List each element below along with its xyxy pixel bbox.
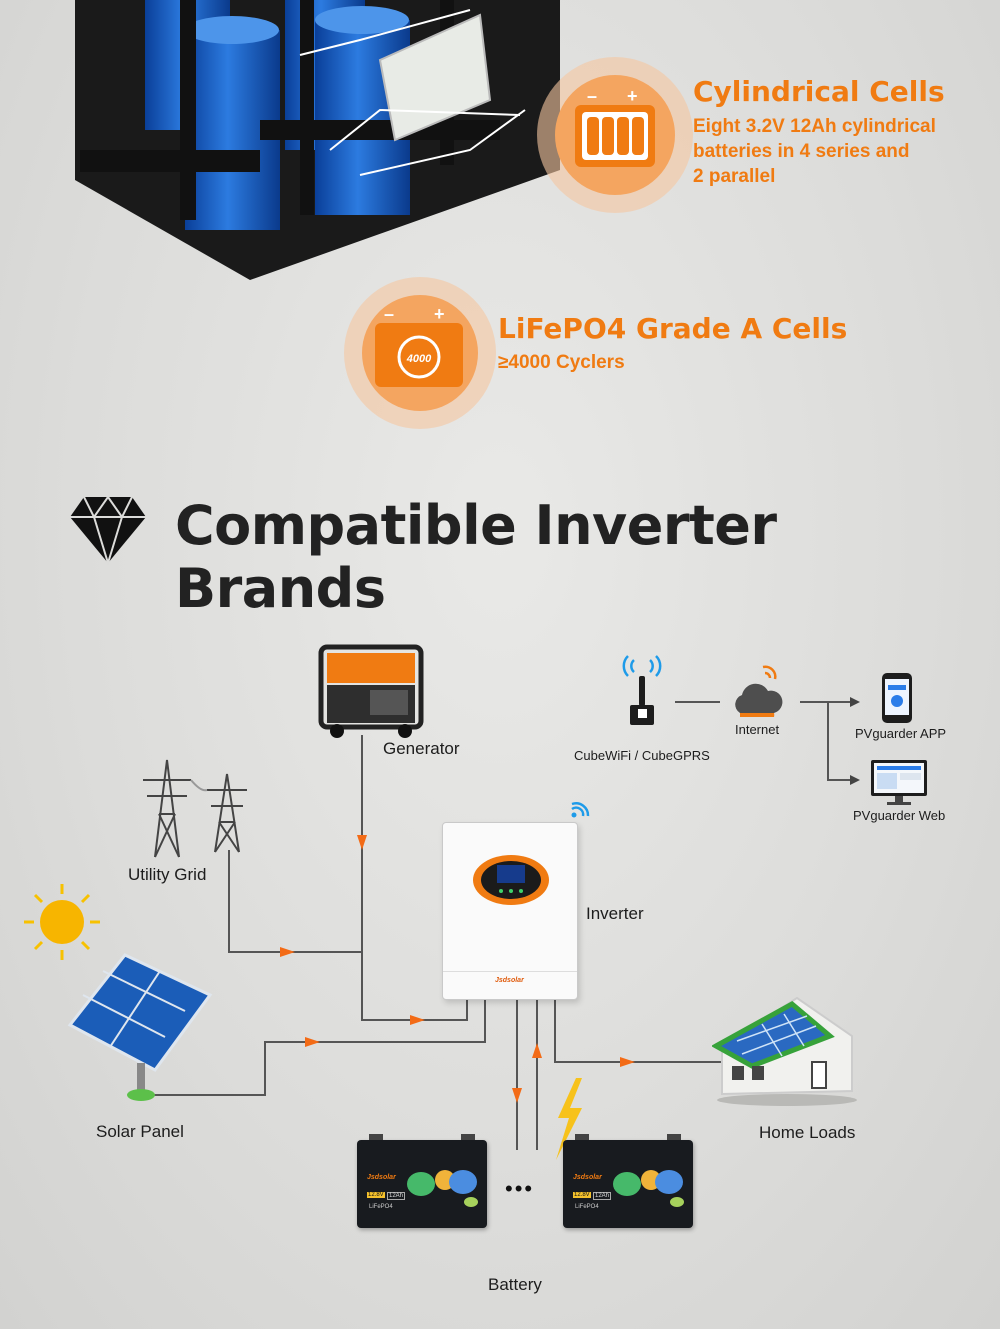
battery-separator: ••• [505, 1176, 535, 1201]
diamond-icon [70, 495, 146, 565]
battery-voltage: 12.8V [573, 1192, 591, 1198]
svg-text:–: – [384, 304, 394, 324]
solar-panel-icon [67, 953, 213, 1101]
battery-terminal [575, 1134, 589, 1140]
battery-cycle-icon: – + 4000 [344, 277, 496, 429]
feature-title: Cylindrical Cells [693, 75, 945, 108]
feature-cylindrical-cells: – + Cylindrical Cells Eight 3.2V 12Ah cy… [535, 55, 995, 215]
utility-grid-label: Utility Grid [128, 865, 207, 884]
section-title: Compatible Inverter Brands [175, 494, 777, 620]
cycle-badge: 4000 [406, 353, 432, 365]
monitor-web-icon [871, 760, 927, 805]
battery-unit: Jsdsolar 12.8V 12Ah LiFePO4 [563, 1134, 693, 1228]
feature-lifepo4-cells: – + 4000 LiFePO4 Grade A Cells ≥4000 Cyc… [342, 275, 882, 435]
app-label: PVguarder APP [855, 726, 947, 741]
utility-grid-icon [143, 759, 247, 858]
battery-terminal [369, 1134, 383, 1140]
phone-app-icon [882, 673, 912, 723]
inverter-display-icon [473, 855, 549, 905]
battery-cells-icon: – + [537, 57, 693, 213]
svg-text:–: – [587, 86, 597, 106]
battery-chemistry: LiFePO4 [369, 1204, 393, 1210]
feature-description-line: Eight 3.2V 12Ah cylindrical [693, 116, 936, 137]
feature-title: LiFePO4 Grade A Cells [498, 312, 848, 345]
home-loads-label: Home Loads [759, 1123, 856, 1142]
battery-pack-illustration [75, 0, 560, 280]
generator-label: Generator [383, 739, 460, 758]
wifi-module-label: CubeWiFi / CubeGPRS [574, 748, 710, 763]
world-map-icon [613, 1170, 684, 1207]
battery-voltage: 12.8V [367, 1192, 385, 1198]
battery-brand: Jsdsolar [367, 1174, 396, 1181]
internet-cloud-icon [735, 665, 783, 717]
inverter-device: Jsdsolar [442, 822, 578, 1000]
home-loads-icon [712, 996, 857, 1106]
inverter-brand: Jsdsolar [495, 977, 524, 984]
battery-terminal [667, 1134, 681, 1140]
battery-chemistry: LiFePO4 [575, 1204, 599, 1210]
battery-unit: Jsdsolar 12.8V 12Ah LiFePO4 [357, 1134, 487, 1228]
web-label: PVguarder Web [853, 808, 946, 823]
svg-text:+: + [627, 86, 638, 106]
svg-text:+: + [434, 304, 445, 324]
inverter-divider [443, 971, 577, 972]
lightning-icon [556, 1078, 582, 1160]
wifi-module-icon [622, 655, 662, 725]
internet-label: Internet [735, 722, 780, 737]
battery-capacity: 12Ah [387, 1192, 406, 1200]
battery-brand: Jsdsolar [573, 1174, 602, 1181]
battery-terminal [461, 1134, 475, 1140]
sun-icon [24, 884, 100, 960]
battery-capacity: 12Ah [593, 1192, 612, 1200]
wifi-icon [571, 802, 590, 818]
feature-description-line: ≥4000 Cyclers [498, 352, 625, 373]
generator-icon [318, 644, 424, 738]
world-map-icon [407, 1170, 478, 1207]
inverter-label: Inverter [586, 904, 644, 923]
feature-description-line: batteries in 4 series and [693, 141, 910, 162]
solar-panel-label: Solar Panel [96, 1122, 184, 1141]
battery-label: Battery [488, 1275, 542, 1294]
feature-description-line: 2 parallel [693, 166, 776, 187]
